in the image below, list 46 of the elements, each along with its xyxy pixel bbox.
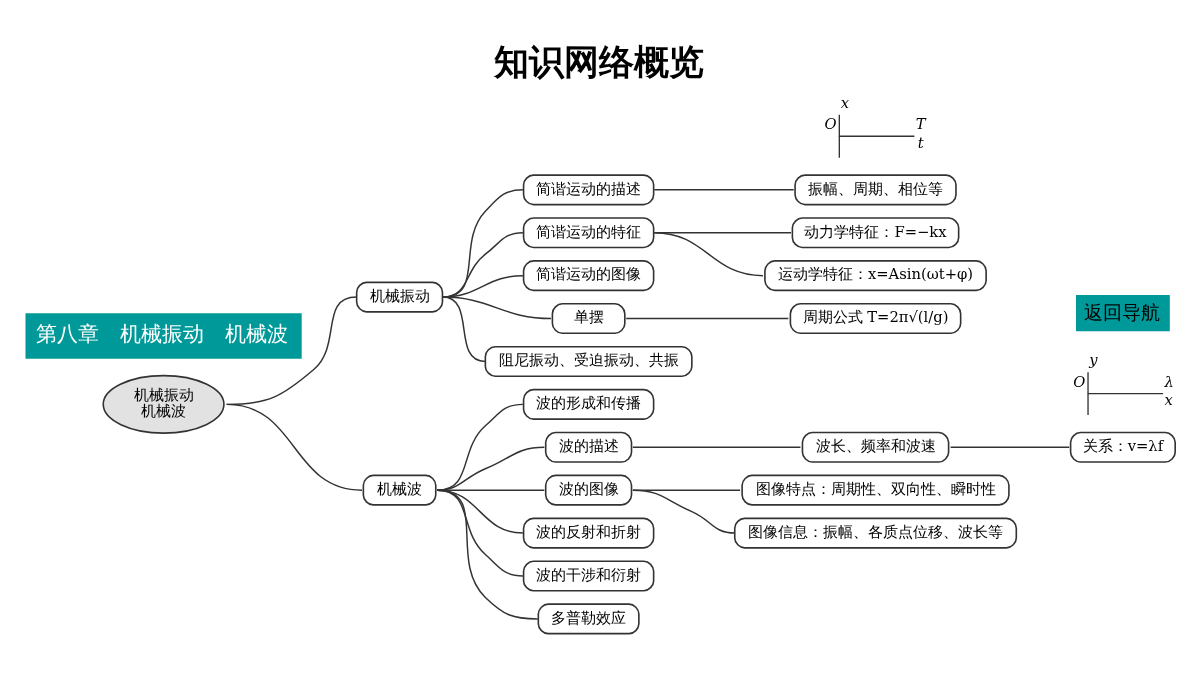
- connector: [441, 295, 552, 319]
- connector: [632, 488, 741, 491]
- label: O: [1073, 372, 1086, 390]
- label: T: [915, 114, 926, 132]
- connector: [441, 295, 487, 362]
- node-box: 动力学特征：F=−kx: [791, 216, 960, 248]
- connector: [625, 317, 790, 319]
- node-box: 运动学特征：x=Asin(ωt+φ): [764, 259, 987, 291]
- label: t: [917, 133, 924, 151]
- node-box: 机械振动: [355, 281, 444, 313]
- node-box: 机械波: [362, 474, 437, 506]
- label: λ: [1164, 372, 1174, 390]
- connector: [632, 488, 736, 534]
- diagram-title: 知识网络概览: [494, 40, 705, 82]
- connector: [653, 231, 764, 276]
- node-box: 图像信息：振幅、各质点位移、波长等: [733, 517, 1018, 549]
- node-box: 波长、频率和波速: [801, 431, 950, 463]
- connector: [653, 188, 795, 191]
- connector: [436, 488, 546, 491]
- label: y: [1089, 350, 1098, 368]
- connector: [949, 446, 1070, 448]
- node-box: 简谐运动的描述: [522, 173, 655, 205]
- node-box: 单摆: [551, 302, 626, 334]
- node-box: 简谐运动的特征: [522, 216, 655, 248]
- label: x: [1164, 390, 1173, 408]
- connector: [225, 403, 363, 491]
- label: O: [824, 114, 837, 132]
- connector: [436, 488, 539, 620]
- label: x: [840, 93, 849, 111]
- label: 第八章 机械振动 机械波: [36, 320, 289, 346]
- node-ellipse: 机械振动 机械波: [102, 374, 225, 434]
- node-box: 波的反射和折射: [522, 517, 655, 549]
- node-box: 波的形成和传播: [522, 388, 655, 420]
- node-box: 关系：v=λf: [1069, 431, 1176, 463]
- node-box: 波的图像: [544, 474, 633, 506]
- node-box: 波的干涉和衍射: [522, 559, 655, 592]
- connector: [632, 446, 802, 448]
- node-box: 波的描述: [544, 431, 633, 463]
- node-box: 振幅、周期、相位等: [794, 173, 957, 205]
- node-box: 阻尼振动、受迫振动、共振: [484, 345, 693, 377]
- node-box: 简谐运动的图像: [522, 259, 655, 291]
- label: 返回导航: [1084, 301, 1161, 323]
- node-box: 周期公式 T=2π√(l/g): [789, 302, 962, 334]
- node-box: 图像特点：周期性、双向性、瞬时性: [741, 474, 1010, 506]
- node-box: 多普勒效应: [537, 602, 640, 634]
- connector: [436, 446, 546, 491]
